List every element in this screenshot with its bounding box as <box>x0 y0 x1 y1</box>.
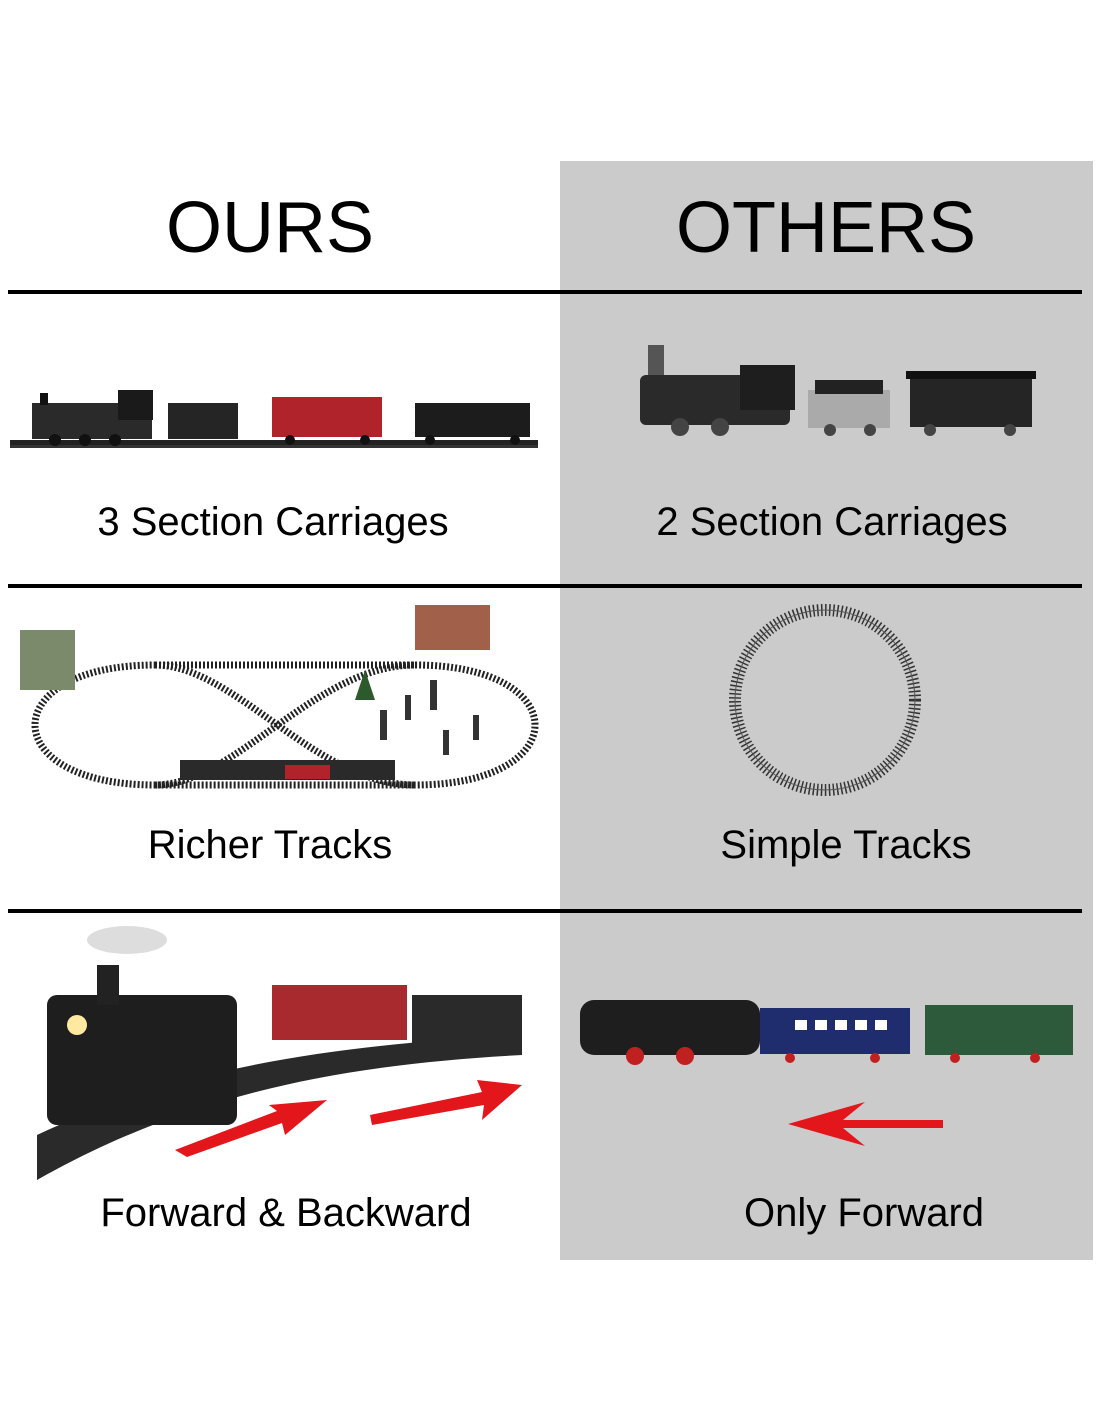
others-row3-label: Only Forward <box>743 1191 985 1235</box>
ours-forward-backward-train-image <box>37 926 522 1180</box>
others-express-train-image <box>580 1000 1073 1065</box>
ours-figure-eight-track-image <box>20 605 539 789</box>
others-column-background <box>560 161 1093 1260</box>
ours-row2-label: Richer Tracks <box>147 823 393 867</box>
divider <box>8 290 1082 294</box>
others-row2-label: Simple Tracks <box>720 823 972 867</box>
others-row1-label: 2 Section Carriages <box>656 500 1008 544</box>
others-train-2-carriages-image <box>640 345 1036 436</box>
ours-row3-label: Forward & Backward <box>100 1191 472 1235</box>
ours-heading: OURS <box>165 188 375 268</box>
ours-row1-label: 3 Section Carriages <box>97 500 449 544</box>
others-heading: OTHERS <box>675 188 977 268</box>
others-circle-track-image <box>729 604 921 796</box>
ours-train-3-carriages-image <box>10 390 538 448</box>
divider <box>8 909 1082 913</box>
forward-arrow-icon <box>788 1102 943 1146</box>
divider <box>8 584 1082 588</box>
